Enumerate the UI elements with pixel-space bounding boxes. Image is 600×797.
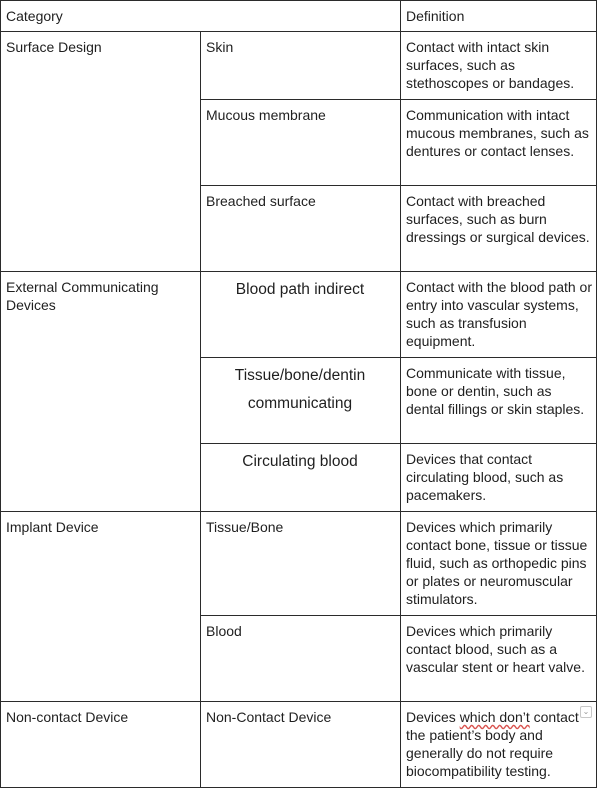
definition-cell: Devices which primarily contact blood, s…: [400, 615, 597, 702]
definition-cell: Devices that contact circulating blood, …: [400, 443, 597, 512]
category-cell: Surface Design: [0, 31, 201, 272]
header-definition: Definition: [400, 0, 597, 32]
definition-cell: Communicate with tissue, bone or dentin,…: [400, 357, 597, 444]
table-row: Breached surface Contact with breached s…: [1, 185, 597, 272]
spellcheck-marked-text[interactable]: which don’t: [459, 709, 530, 725]
definition-text-after: contact the patient’s body and generally…: [406, 709, 579, 779]
header-category: Category: [0, 0, 401, 32]
definition-cell: Contact with intact skin surfaces, such …: [400, 31, 597, 100]
subcategory-cell: Breached surface: [200, 185, 401, 272]
subcategory-cell: Mucous membrane: [200, 99, 401, 186]
subcategory-cell: Circulating blood: [200, 443, 401, 512]
subcategory-cell: Tissue/Bone: [200, 511, 401, 616]
table-row: External Communicating Devices Blood pat…: [0, 271, 597, 512]
subcategory-cell: Non-Contact Device: [200, 701, 401, 788]
table-row: Blood Devices which primarily contact bl…: [1, 615, 597, 702]
subcategory-cell: Blood: [200, 615, 401, 702]
table-row: Tissue/bone/dentin communicating Communi…: [1, 357, 597, 444]
table-header-row: Category Definition: [0, 0, 597, 32]
category-cell: Implant Device: [0, 511, 201, 702]
definition-cell: Devices which primarily contact bone, ti…: [400, 511, 597, 616]
subcategory-cell: Skin: [200, 31, 401, 100]
table-row: Non-contact Device Non-Contact Device De…: [0, 701, 597, 788]
table-row: Mucous membrane Communication with intac…: [1, 99, 597, 186]
definition-text-before: Devices: [406, 709, 460, 725]
definition-cell: Devices which don’t contact the patient’…: [400, 701, 597, 788]
chevron-down-icon[interactable]: ⌄: [580, 706, 592, 718]
category-cell: Non-contact Device: [0, 701, 201, 788]
table-row: Implant Device Tissue/Bone Devices which…: [0, 511, 597, 702]
definition-cell: Communication with intact mucous membran…: [400, 99, 597, 186]
category-cell: External Communicating Devices: [0, 271, 201, 512]
subcategory-cell: Tissue/bone/dentin communicating: [200, 357, 401, 444]
definition-cell: Contact with breached surfaces, such as …: [400, 185, 597, 272]
table-row: Circulating blood Devices that contact c…: [1, 443, 597, 512]
definition-cell: Contact with the blood path or entry int…: [400, 271, 597, 358]
subcategory-cell: Blood path indirect: [200, 271, 401, 358]
table-row: Surface Design Skin Contact with intact …: [0, 31, 597, 272]
